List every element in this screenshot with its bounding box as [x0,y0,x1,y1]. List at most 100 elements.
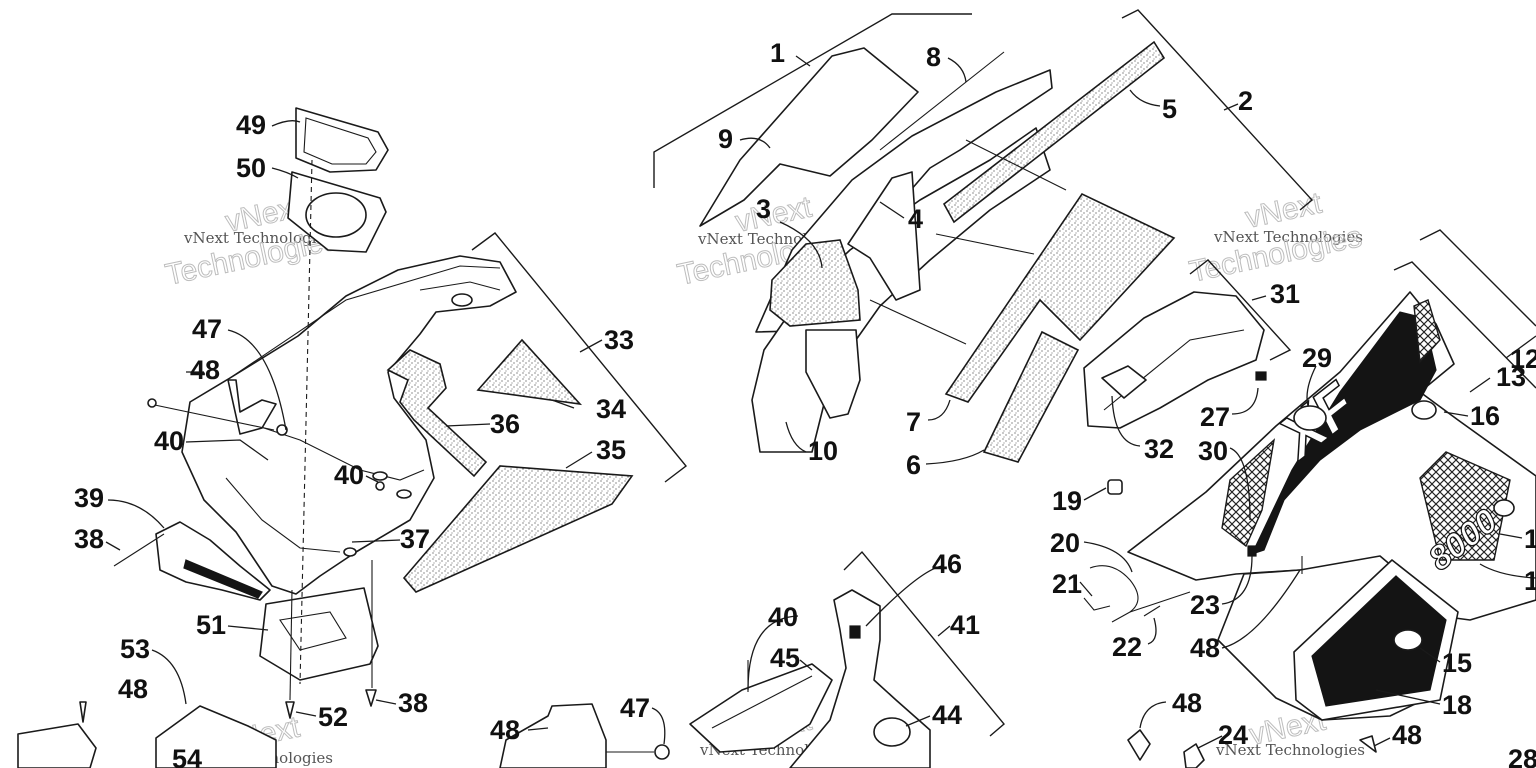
chassis-rib [229,265,501,379]
callout-23: 23 [1190,590,1220,620]
switch-19 [1107,479,1123,495]
leader-9 [739,137,771,149]
callout-38: 38 [74,524,104,554]
callout-48-rb: 48 [1172,688,1202,718]
leader-16 [1443,411,1469,417]
leader-2 [1223,103,1239,111]
leader-31 [1251,295,1267,301]
flange-50-port [305,192,367,238]
leader-22 [1147,617,1157,645]
callout-53: 53 [120,634,150,664]
bracket-48-lower [499,703,607,768]
callout-15: 15 [1442,648,1472,678]
leader-38 [105,541,121,551]
callout-24: 24 [1218,720,1248,750]
bracket-41 [843,550,1005,737]
skid-plate-cutout [279,611,347,651]
right-assembly: XF 8000 [1083,229,1536,768]
wire-20 [1089,565,1139,623]
leader-46 [865,565,943,627]
fastener-38 [365,689,377,707]
callout-54: 54 [172,744,202,768]
leader-47 [227,329,287,431]
side-panel-39-strip [183,559,263,599]
grommet-29 [1293,405,1327,431]
callout-31: 31 [1270,279,1300,309]
callout-9: 9 [718,124,733,154]
leader-48-right [1221,569,1301,649]
callout-48-c: 48 [118,674,148,704]
grommet-edge [1493,499,1515,517]
callout-52: 52 [318,702,348,732]
bracket-2 [1121,9,1314,211]
leader-47b [651,707,666,745]
bracket-33 [471,232,688,483]
callout-41: 41 [950,610,980,640]
leader-51 [227,625,269,631]
grommet-32 [1101,365,1147,399]
callouts: 49 50 47 48 40 40 39 38 37 33 34 36 35 5… [74,38,1536,768]
clip-27 [1255,371,1267,381]
panel-53 [155,705,277,768]
panel-54-edge [17,723,97,768]
hood-dark-graphic [1250,311,1437,556]
leader-52 [295,711,317,717]
callout-28: 28 [1508,744,1536,768]
callout-5: 5 [1162,94,1177,124]
callout-30: 30 [1198,436,1228,466]
callout-40-b: 40 [334,460,364,490]
side-panel-39 [155,521,271,601]
connector-22 [1143,605,1161,617]
leader-49 [271,120,301,127]
assembly-line [289,589,293,701]
leader-1 [795,55,811,67]
callout-50: 50 [236,153,266,183]
callout-20: 20 [1050,528,1080,558]
mount-hole [396,489,412,499]
mount-hole [343,547,357,557]
callout-8: 8 [926,42,941,72]
callout-45: 45 [770,643,800,673]
bracket-1 [653,13,972,188]
assembly-line [299,159,313,685]
grommet-47 [654,744,670,760]
callout-40-c: 40 [768,602,798,632]
duct-10 [805,329,861,419]
leader-5 [1129,89,1161,107]
leader-29 [1306,365,1317,407]
fastener-48-bottom-right [1359,735,1377,753]
leader-edge [1479,563,1536,579]
leader-23 [1221,555,1253,605]
foam-panel-35 [402,465,634,593]
callout-37: 37 [400,524,430,554]
foam-pad-34 [476,338,583,406]
leader-37 [351,539,401,543]
callout-edge-b: 1 [1524,566,1536,596]
leader-41 [937,625,951,637]
foam-block-6 [982,330,1080,463]
fastener-48 [147,398,157,408]
callout-29: 29 [1302,343,1332,373]
callout-7: 7 [906,407,921,437]
assembly-line [113,533,165,567]
leader-8 [947,57,967,83]
leader-36 [445,423,491,427]
bracket-31 [1189,259,1292,361]
callout-3: 3 [756,194,771,224]
callout-48-rr: 48 [1392,720,1422,750]
callout-2: 2 [1238,86,1253,116]
leader-3 [779,221,823,269]
leader-40b [365,475,379,483]
callout-4: 4 [908,204,923,234]
clip-23 [1247,545,1257,557]
fastener-47 [276,424,288,436]
leader-44 [905,715,931,727]
callout-36: 36 [490,409,520,439]
leader-50 [271,167,299,179]
leader-34 [551,399,575,409]
connector-21 [1083,597,1111,611]
callout-6: 6 [906,450,921,480]
leader-35 [565,451,593,469]
fastener-24 [1183,743,1205,768]
